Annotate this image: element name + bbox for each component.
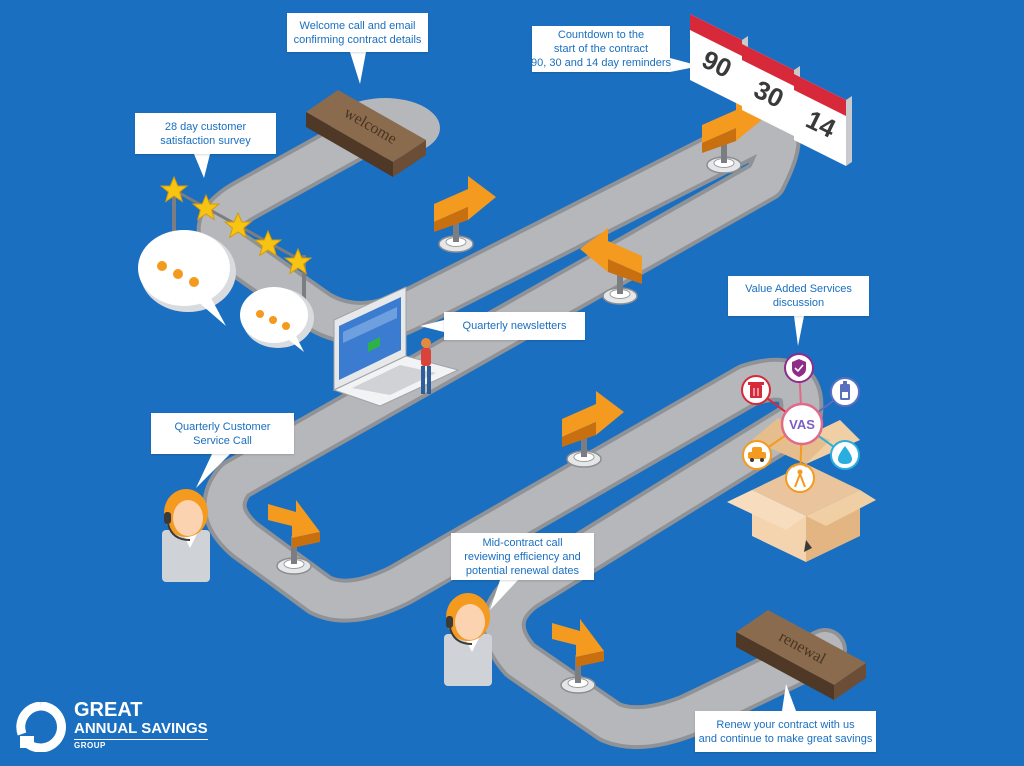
car-icon [742, 440, 772, 470]
arrow-sign-1 [433, 175, 497, 253]
callout-countdown: Countdown to the start of the contract 9… [531, 26, 671, 72]
callout-renew: Renew your contract with us and continue… [695, 711, 876, 752]
calendar-countdown: 90 30 14 [690, 14, 852, 166]
callout-mid-contract: Mid-contract call reviewing efficiency a… [451, 533, 594, 580]
water-drop-icon [830, 440, 860, 470]
laptop-illustration [332, 286, 460, 407]
service-agent-1 [162, 489, 210, 582]
logo-mark-icon [16, 702, 66, 752]
service-agent-2 [444, 593, 492, 686]
callout-welcome: Welcome call and email confirming contra… [287, 13, 428, 52]
calendar-page-90: 90 [690, 14, 748, 106]
company-logo: GREAT ANNUAL SAVINGS GROUP [16, 700, 216, 756]
logo-wordmark: GREAT ANNUAL SAVINGS GROUP [74, 700, 208, 751]
vas-hub: VAS [741, 353, 860, 493]
renewal-mat: renewal [736, 610, 866, 700]
logo-line-1: GREAT [74, 699, 143, 721]
calendar-page-14: 14 [794, 74, 852, 166]
callout-service-call: Quarterly Customer Service Call [151, 413, 294, 454]
bin-icon [741, 375, 771, 405]
vas-hub-label: VAS [789, 417, 815, 432]
callout-vas: Value Added Services discussion [728, 276, 869, 316]
logo-line-2: ANNUAL SAVINGS [74, 720, 208, 740]
survey-illustration [138, 176, 314, 352]
speech-bubble-small [240, 287, 314, 352]
calendar-page-30: 30 [742, 44, 800, 136]
callout-newsletters: Quarterly newsletters [444, 312, 585, 340]
speech-bubble-large [138, 230, 236, 326]
callout-survey: 28 day customer satisfaction survey [135, 113, 276, 154]
person-figure [421, 338, 431, 394]
battery-icon [830, 377, 860, 407]
welcome-mat: welcome [306, 90, 440, 177]
shield-icon [784, 353, 814, 383]
callout-pointers [194, 52, 804, 711]
logo-line-3: GROUP [74, 741, 106, 750]
road-path [196, 106, 847, 750]
antenna-icon [785, 463, 815, 493]
